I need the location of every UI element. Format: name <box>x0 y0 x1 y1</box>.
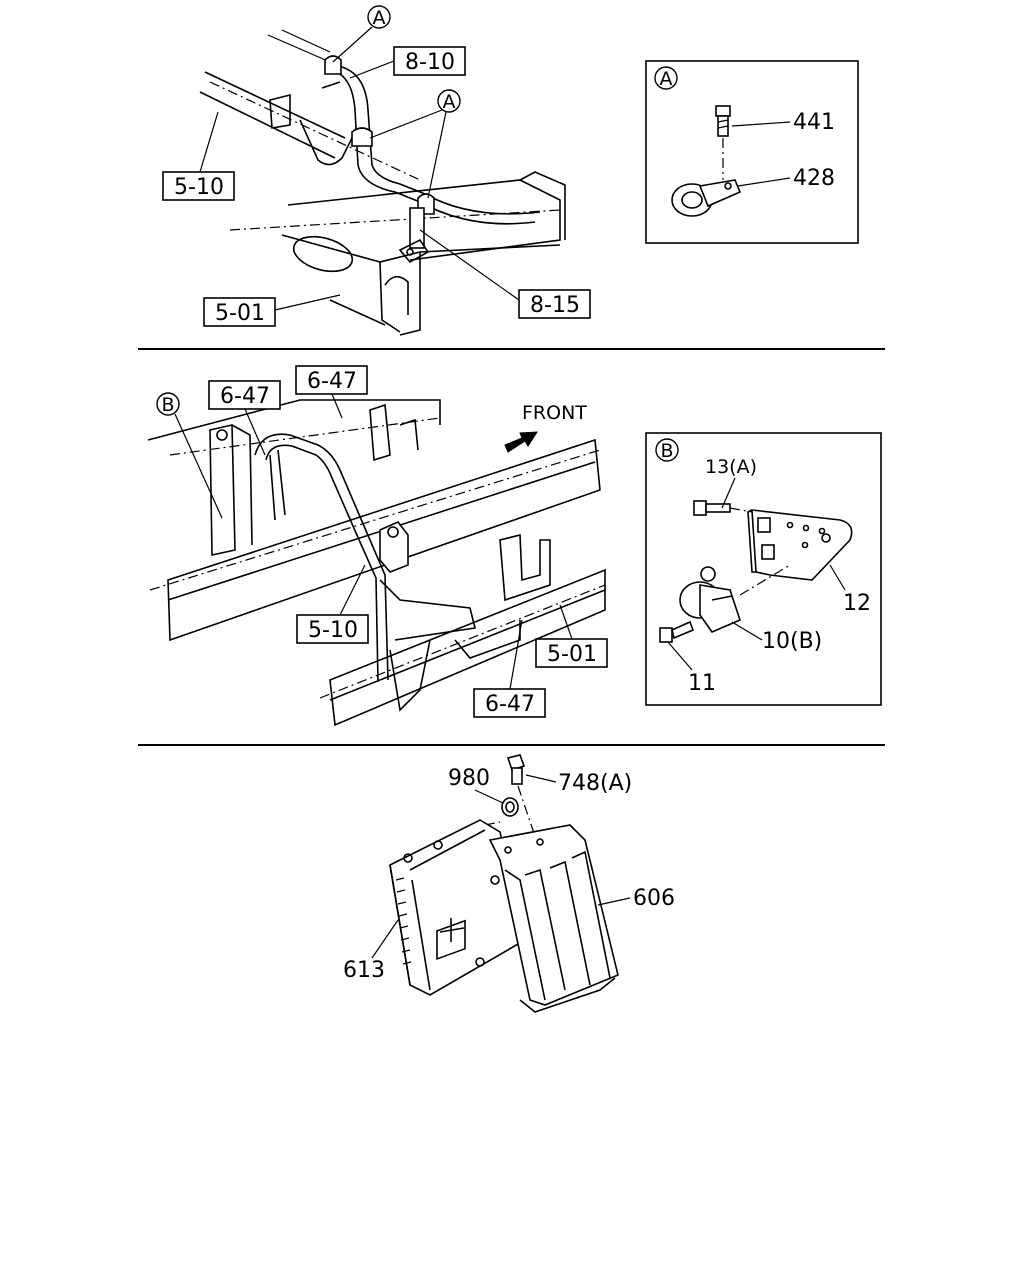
detail-a-panel: A 441 428 <box>645 60 859 244</box>
bracket-12-icon <box>747 509 853 581</box>
svg-text:FRONT: FRONT <box>522 402 587 424</box>
top-frame-drawing <box>199 29 566 336</box>
svg-text:5-10: 5-10 <box>174 175 224 200</box>
svg-text:5-01: 5-01 <box>547 642 597 667</box>
bolt-13a-icon <box>693 500 731 516</box>
front-arrow-icon <box>504 431 538 453</box>
boxed-label-5-01: 5-01 <box>203 294 341 327</box>
svg-text:6-47: 6-47 <box>220 384 270 409</box>
middle-frame-drawing <box>147 399 606 727</box>
boxed-label-6-47-bottom: 6-47 <box>473 619 546 718</box>
boxed-label-5-10: 5-10 <box>162 111 235 201</box>
boxed-label-6-47-left: 6-47 <box>208 380 281 456</box>
boxed-label-8-15: 8-15 <box>419 229 591 319</box>
boxed-label-6-47-top: 6-47 <box>295 365 368 419</box>
part-606: 606 <box>633 886 675 911</box>
svg-text:B: B <box>660 440 673 462</box>
part-13a: 13(A) <box>705 456 757 478</box>
svg-text:5-10: 5-10 <box>308 618 358 643</box>
part-10b: 10(B) <box>762 629 822 654</box>
part-441: 441 <box>793 110 835 135</box>
bolt-748a-icon <box>506 754 526 785</box>
svg-text:A: A <box>373 7 386 29</box>
svg-text:6-47: 6-47 <box>485 692 535 717</box>
svg-text:8-15: 8-15 <box>530 293 580 318</box>
part-11: 11 <box>688 671 716 696</box>
part-12: 12 <box>843 591 871 616</box>
part-613: 613 <box>343 958 385 983</box>
svg-text:6-47: 6-47 <box>307 369 357 394</box>
part-748a: 748(A) <box>558 771 632 796</box>
part-980: 980 <box>448 766 490 791</box>
part-428: 428 <box>793 166 835 191</box>
svg-text:B: B <box>161 394 174 416</box>
svg-text:A: A <box>660 68 673 90</box>
bottom-ecu-drawing: 980 748(A) 606 613 <box>343 754 675 1013</box>
bolt-11-icon <box>659 620 695 643</box>
boxed-label-5-01-middle: 5-01 <box>535 604 608 668</box>
bracket-606-icon <box>488 824 619 1013</box>
boxed-label-8-10: 8-10 <box>349 46 466 79</box>
callout-a-top: A <box>332 5 391 63</box>
svg-text:5-01: 5-01 <box>215 301 265 326</box>
nut-980-icon <box>501 797 519 817</box>
detail-b-panel: B 13(A) <box>645 432 882 706</box>
front-direction-indicator: FRONT <box>504 402 587 453</box>
svg-text:A: A <box>443 91 456 113</box>
callout-a-mid: A <box>369 89 461 139</box>
ecu-613-icon <box>389 819 526 996</box>
callout-a-low <box>427 111 447 199</box>
clamp-428-icon <box>671 179 742 217</box>
svg-text:8-10: 8-10 <box>405 50 455 75</box>
bolt-441-icon <box>715 105 731 137</box>
clamp-10b-icon <box>679 566 741 633</box>
callout-b-middle: B <box>156 392 223 519</box>
boxed-label-5-10-middle: 5-10 <box>296 564 369 644</box>
